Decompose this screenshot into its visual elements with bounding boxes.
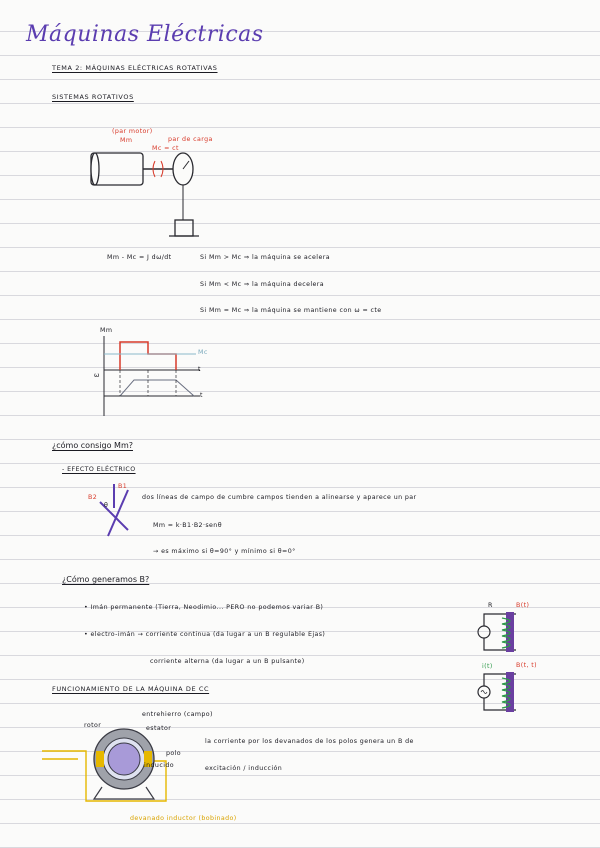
question-mm: ¿cómo consigo Mm? [52,441,133,450]
iman-permanente: • Imán permanente (Tierra, Neodimio... P… [84,604,323,611]
graph-label-t1: t [198,366,201,373]
topic-heading: TEMA 2: MÁQUINAS ELÉCTRICAS ROTATIVAS [52,64,218,72]
corriente-alterna: corriente alterna (da lugar a un B pulsa… [150,658,305,665]
case-accelerates: Si Mm > Mc ⇒ la máquina se acelera [200,254,330,261]
section-dc-machine: FUNCIONAMIENTO DE LA MÁQUINA DE CC [52,685,209,693]
label-par-carga: par de carga [168,136,213,143]
graph-label-mm: Mm [100,327,112,334]
pole-left [96,751,104,767]
case-constant: Si Mm = Mc ⇒ la máquina se mantiene con … [200,307,382,314]
torque-note: → es máximo si θ=90° y mínimo si θ=0° [153,548,296,555]
torque-speed-graph [90,330,220,420]
field-alignment-text: dos líneas de campo de cumbre campos tie… [142,494,417,501]
dc-coil-diagram [472,608,532,658]
dc-description-1: la corriente por los devanados de los po… [205,738,414,745]
graph-label-mc: Mc [198,349,208,356]
weight [175,220,193,236]
label-devanado: devanado inductor (bobinado) [130,815,237,822]
label-r: R [488,602,493,609]
case-decelerates: Si Mm < Mc ⇒ la máquina decelera [200,281,324,288]
page-title: Máquinas Eléctricas [26,22,264,47]
label-b2: B2 [88,494,97,501]
torque-formula: Mm = k·B1·B2·senθ [153,522,222,529]
dc-description-2: excitación / inducción [205,765,282,772]
label-bcc: B(t) [516,602,529,609]
label-entrehierro: entrehierro (campo) [142,711,213,718]
mm-curve [120,342,176,370]
rotating-system-diagram [85,125,225,245]
label-inducido: inducido [144,762,174,769]
ac-coil-diagram [472,668,532,718]
label-iac: i(t) [482,663,493,670]
electro-iman: • electro-imán → corriente continua (da … [84,631,325,638]
motor-face [91,153,99,185]
label-polo: polo [166,750,181,757]
graph-label-t2: t [200,392,203,399]
label-b1: B1 [118,483,127,490]
equation-motion: Mm - Mc = J dω/dt [107,254,172,261]
omega-curve [120,380,194,396]
label-mc: Mc = ct [152,145,179,152]
label-bac: B(t, t) [516,662,537,669]
label-par-motor: (par motor) [112,128,153,135]
dc-source [478,626,490,638]
label-estator: estator [146,725,171,732]
section-heading: SISTEMAS ROTATIVOS [52,93,134,101]
question-b: ¿Cómo generamos B? [62,575,149,584]
label-rotor: rotor [84,722,101,729]
rotor [108,743,140,775]
label-theta: θ [104,502,108,509]
efecto-electrico: - EFECTO ELÉCTRICO [62,466,136,473]
field-vectors-diagram [90,480,140,540]
graph-label-omega: ω [94,372,100,379]
label-mm: Mm [120,137,132,144]
